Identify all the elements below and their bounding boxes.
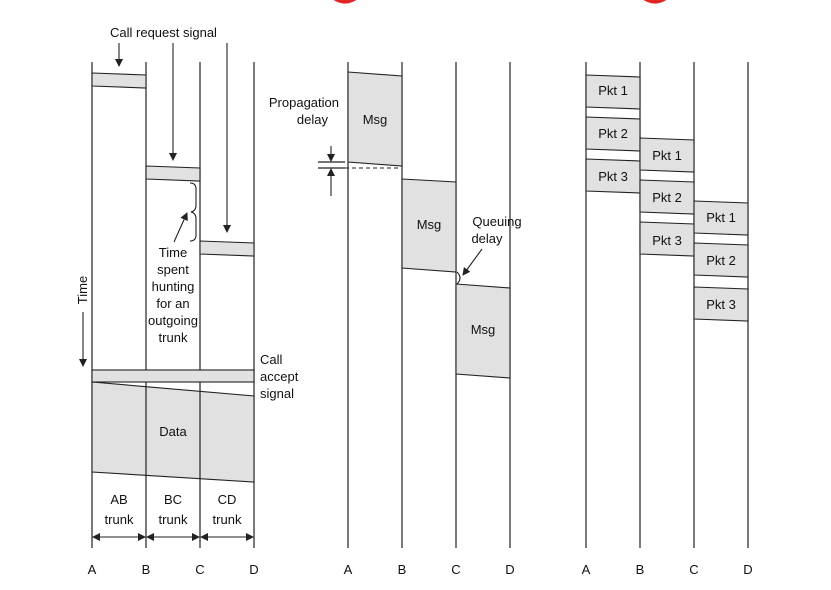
time-axis-label: Time <box>75 276 90 304</box>
packet-label-cd-3: Pkt 3 <box>706 297 736 312</box>
svg-text:Propagation: Propagation <box>269 95 339 110</box>
packet-bc-1 <box>639 137 695 173</box>
packet-cd-1 <box>693 200 749 236</box>
svg-text:delay: delay <box>471 231 503 246</box>
decorative-red-arcs <box>333 0 667 4</box>
msg-label-ab: Msg <box>363 112 388 127</box>
queuing-delay-label: Queuing delay <box>471 214 521 246</box>
call-accept-box <box>91 369 255 383</box>
node-label-b: B <box>398 562 407 577</box>
node-label-a: A <box>582 562 591 577</box>
svg-text:Queuing: Queuing <box>472 214 521 229</box>
packet-label-ab-1: Pkt 1 <box>598 83 628 98</box>
hunting-label: Time spent hunting for an outgoing trunk <box>148 245 198 345</box>
message-switching-panel: Propagation delay Msg Msg Msg Queuing de… <box>269 62 522 577</box>
node-label-c: C <box>451 562 460 577</box>
node-labels-message: A B C D <box>344 562 515 577</box>
packet-cd-2 <box>693 242 749 278</box>
packet-label-cd-2: Pkt 2 <box>706 253 736 268</box>
svg-text:for an: for an <box>156 296 189 311</box>
svg-text:trunk: trunk <box>213 512 242 527</box>
circuit-switching-panel: Call request signal Time Time spent hunt… <box>75 25 299 577</box>
hunting-brace <box>189 182 197 242</box>
packet-label-cd-1: Pkt 1 <box>706 210 736 225</box>
call-request-box-bc <box>145 165 201 182</box>
node-label-a: A <box>344 562 353 577</box>
packet-label-ab-2: Pkt 2 <box>598 126 628 141</box>
call-request-box-cd <box>199 240 255 257</box>
node-labels-circuit: A B C D <box>88 562 259 577</box>
node-label-d: D <box>505 562 514 577</box>
call-request-label: Call request signal <box>110 25 217 40</box>
svg-text:outgoing: outgoing <box>148 313 198 328</box>
svg-text:accept: accept <box>260 369 299 384</box>
propagation-delay-label: Propagation delay <box>269 95 339 127</box>
msg-label-cd: Msg <box>471 322 496 337</box>
svg-text:trunk: trunk <box>105 512 134 527</box>
queuing-delay-arrow <box>462 248 483 276</box>
packet-label-ab-3: Pkt 3 <box>598 169 628 184</box>
node-label-c: C <box>689 562 698 577</box>
svg-text:Call: Call <box>260 352 283 367</box>
svg-text:Time: Time <box>159 245 187 260</box>
svg-text:spent: spent <box>157 262 189 277</box>
node-label-a: A <box>88 562 97 577</box>
packet-label-bc-1: Pkt 1 <box>652 148 682 163</box>
svg-text:signal: signal <box>260 386 294 401</box>
trunk-labels: AB trunk BC trunk CD trunk <box>105 492 242 527</box>
svg-text:delay: delay <box>297 112 329 127</box>
node-label-c: C <box>195 562 204 577</box>
msg-box-cd <box>455 283 511 379</box>
node-labels-packet: A B C D <box>582 562 753 577</box>
packet-label-bc-2: Pkt 2 <box>652 190 682 205</box>
msg-box-bc <box>401 178 457 273</box>
svg-text:trunk: trunk <box>159 330 188 345</box>
queuing-delay-bracket <box>456 271 461 285</box>
packet-label-bc-3: Pkt 3 <box>652 233 682 248</box>
svg-text:AB: AB <box>110 492 127 507</box>
msg-box-ab <box>347 71 403 167</box>
hunting-arrow <box>173 212 188 243</box>
svg-text:BC: BC <box>164 492 182 507</box>
packet-switching-panel: Pkt 1 Pkt 2 Pkt 3 Pkt 1 Pkt 2 Pkt 3 Pkt … <box>582 62 753 577</box>
node-label-b: B <box>636 562 645 577</box>
node-label-b: B <box>142 562 151 577</box>
packet-cd-3 <box>693 286 749 322</box>
svg-text:hunting: hunting <box>152 279 195 294</box>
call-request-box-ab <box>91 72 147 89</box>
msg-label-bc: Msg <box>417 217 442 232</box>
call-accept-label: Call accept signal <box>260 352 299 401</box>
svg-text:CD: CD <box>218 492 237 507</box>
data-label: Data <box>159 424 187 439</box>
node-label-d: D <box>743 562 752 577</box>
svg-text:trunk: trunk <box>159 512 188 527</box>
node-label-d: D <box>249 562 258 577</box>
packet-ab-1 <box>585 74 641 110</box>
